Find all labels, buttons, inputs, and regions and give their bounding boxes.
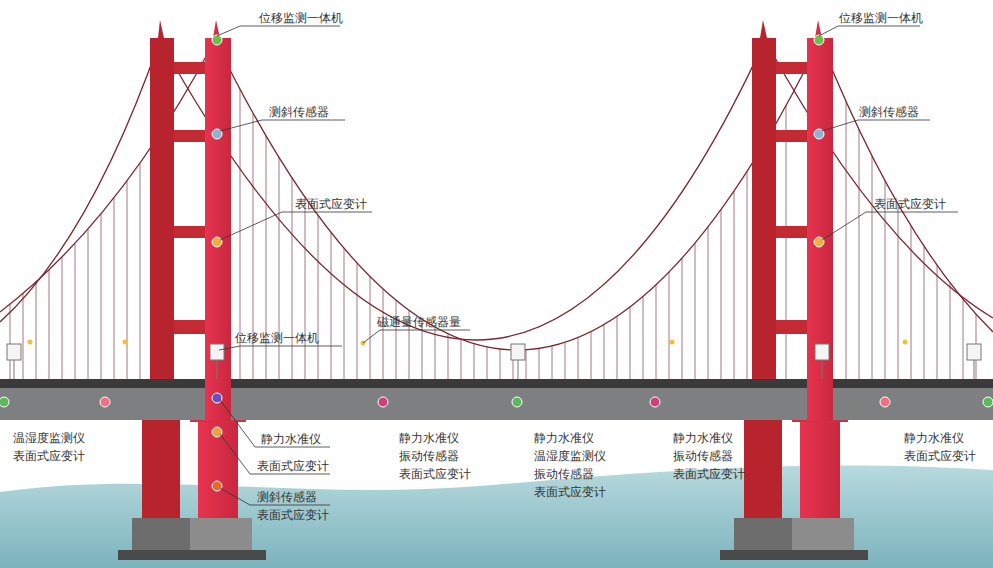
sensor-label: 静力水准仪 (533, 431, 595, 446)
hanger (911, 226, 912, 379)
hanger (500, 349, 501, 379)
hanger (36, 282, 37, 379)
hanger (461, 339, 462, 379)
sensor-label: 磁通量传感器量 (376, 315, 462, 330)
sensor-label: 静力水准仪 (903, 431, 965, 446)
hanger (721, 210, 722, 379)
hanger (643, 296, 644, 379)
hanger (682, 258, 683, 379)
sensor-label: 表面式应变计 (873, 197, 947, 212)
hanger (49, 270, 50, 379)
hanger (937, 265, 938, 379)
sensor-label: 静力水准仪 (672, 431, 734, 446)
hanger (10, 304, 11, 379)
hanger (963, 299, 964, 379)
sensor-label: 温湿度监测仪 (533, 449, 607, 464)
hanger (305, 197, 306, 379)
sensor-label: 测斜传感器 (858, 105, 920, 120)
deck (0, 379, 993, 421)
hanger (708, 227, 709, 379)
sensor-label: 测斜传感器 (268, 105, 330, 120)
hanger (526, 350, 527, 379)
hanger (474, 344, 475, 379)
main-cables (0, 40, 993, 350)
hanger (565, 342, 566, 379)
hanger (786, 106, 787, 379)
sensor-label: 表面式应变计 (12, 449, 86, 464)
hanger (448, 334, 449, 379)
hanger (617, 316, 618, 379)
sensor-label: 静力水准仪 (260, 432, 322, 447)
hanger (127, 181, 128, 379)
sensor-label: 振动传感器 (672, 449, 734, 464)
hanger (924, 246, 925, 379)
hanger (656, 285, 657, 379)
leader-lines (217, 26, 958, 505)
hanger (370, 276, 371, 379)
hanger (552, 346, 553, 379)
sensor-label: 测斜传感器 (256, 490, 318, 505)
sensor-label: 静力水准仪 (398, 431, 460, 446)
hanger (591, 332, 592, 379)
hanger (859, 129, 860, 379)
hanger (88, 229, 89, 379)
hanger (747, 171, 748, 379)
sensor-label: 表面式应变计 (294, 197, 368, 212)
sensor-boxes (7, 344, 981, 379)
hanger (898, 204, 899, 379)
sensor-dots (0, 35, 993, 491)
hanger (872, 156, 873, 379)
sensor-label: 振动传感器 (398, 449, 460, 464)
sensor-label: 表面式应变计 (256, 508, 330, 523)
hanger (396, 300, 397, 379)
hanger (539, 348, 540, 379)
hanger (734, 191, 735, 379)
hanger (695, 243, 696, 379)
hanger (669, 272, 670, 379)
hanger (114, 198, 115, 379)
sensor-label: 表面式应变计 (256, 459, 330, 474)
hanger (487, 347, 488, 379)
hanger (357, 263, 358, 379)
hanger (62, 257, 63, 379)
sensor-label: 表面式应变计 (903, 449, 977, 464)
sensor-label: 位移监测一体机 (234, 331, 320, 346)
hanger (318, 215, 319, 379)
hanger (292, 178, 293, 379)
hanger (383, 289, 384, 379)
hanger (950, 283, 951, 379)
sensor-label: 振动传感器 (533, 467, 595, 482)
sensor-label: 位移监测一体机 (838, 11, 924, 26)
hanger (23, 293, 24, 379)
hanger (140, 163, 141, 379)
hanger (846, 101, 847, 379)
hanger (604, 325, 605, 379)
sensor-label: 表面式应变计 (672, 467, 746, 482)
sensor-label: 位移监测一体机 (258, 11, 344, 26)
hanger (331, 232, 332, 379)
tower-left (118, 20, 266, 560)
hanger (344, 248, 345, 379)
hanger (101, 214, 102, 379)
sensor-label: 表面式应变计 (533, 485, 607, 500)
sensor-label: 温湿度监测仪 (12, 431, 86, 446)
hanger (75, 243, 76, 379)
sensor-label: 表面式应变计 (398, 467, 472, 482)
hanger (630, 307, 631, 379)
hanger (578, 338, 579, 379)
